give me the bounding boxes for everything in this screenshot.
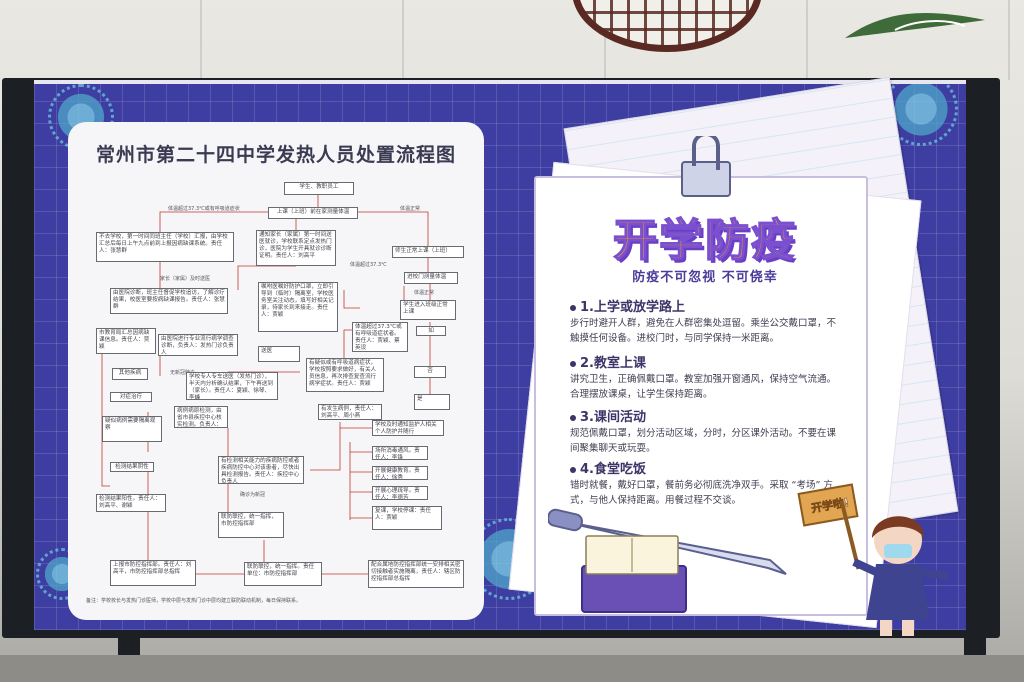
flow-box-clinic: 由医院诊断，班主任督促学校追访，了解诊疗结果，校医室要按病缺课报告。责任人：张慧… [110,288,228,314]
flow-box-notify: 通知家长（家属）第一时间送医就诊，学校联系定点发热门诊，医院为学生开具就诊诊断证… [256,230,336,266]
flow-box-joint2: 联防联控，统一指挥。责任单位：市防控指挥部 [244,562,322,586]
flow-box-health: 开展健康教育。责任人：徐秀 [372,466,428,480]
flow-box-resume: 复课，学校停课：责任人：贾颖 [372,506,442,530]
flow-box-mask: 送医 [258,346,300,362]
window-lattice-icon [572,0,762,52]
flow-box-detect: 病例病原检测，由省市县疾控中心核实检测。负责人：医院负责人 [174,406,228,428]
flow-box-joint: 联防联控，统一指挥，市防控指挥部 [218,512,284,538]
book-icon [581,535,687,613]
flow-box-epi: 疑似病例需要隔离观察 [102,416,162,442]
bullet-dot [570,304,576,311]
pen-icon [548,508,787,575]
section-heading: 2.教室上课 [570,352,646,371]
flow-box-report-up: 上报市防控指挥部。责任人：刘高平，市防控指挥部总指挥 [110,560,196,586]
flow-box-class-mgmt: 有发生病例，责任人：刘高平、周小燕 [318,404,382,420]
flow-box-other: 其他疾病 [112,368,148,380]
section-heading: 4.食堂吃饭 [570,458,646,477]
flow-box-isolate: 嘱咐医嘱好防护口罩，立即引导到（临时）隔离室，学校医务室关注动态，填写好相关记录… [258,282,338,332]
flow-box-report: 学校专人专车送医（发热门诊），半天内分析确认结果，下午再送到（家长）。责任人：夏… [186,372,278,400]
floor [0,655,1024,682]
flow-box-normal: 师生正常上课（上班） [392,246,464,258]
flow-label-ok: 体温正常 [400,206,421,212]
section-heading: 1.上学或放学路上 [570,296,685,315]
flow-label-family: 家长（家属）及时送医 [160,276,211,282]
flow-box-home-class: 学校及时通知监护人相关个人防护并随行 [372,420,444,436]
flow-box-check: 如 [416,326,446,336]
flow-box-final: 配合属地防控指挥部统一安排相关密切接触者实施隔离，责任人：辖区防控指挥部总指挥 [368,560,464,588]
flow-label-neg: 无新冠肺炎 [170,370,196,376]
flow-box-cdc: 有检测相关能力的疾病防控或者疾病防控中心对该患者，尽快出具检测报告。责任人：疾控… [218,456,304,484]
flow-box-disinfect: 场所消毒通风。责任人：李锋 [372,446,428,460]
flow-box-gate: 上课（上班）前在家测量体温 [268,207,358,219]
bullet-dot [570,360,576,367]
flow-box-abnormal: 不去学校，第一时间同班主任（学校）汇报，由学校汇总后每日上午九点前到上报因病缺课… [96,232,234,262]
flow-box-no: 否 [414,366,446,378]
notice-subtitle: 防疫不可忽视 不可侥幸 [632,270,778,285]
flow-label-over: 体温超过37.3℃或有呼吸道症状 [168,206,240,212]
flow-box-treat: 对症治疗 [110,392,152,402]
section-text: 讲究卫生，正确佩戴口罩。教室加强开窗通风，保持空气流通。合理摆放课桌，让学生保持… [570,374,837,400]
flow-box-enter: 学生进入班级正常上课 [400,300,456,320]
section-text: 规范佩戴口罩，划分活动区域，分时，分区课外活动。不要在课间聚集聊天或玩耍。 [570,428,837,454]
student-figure-icon [839,500,949,636]
wall-background [0,0,1024,80]
section-text: 错时就餐，戴好口罩，餐前务必彻底洗净双手。采取 “考场” 方式，与他人保持距离。… [570,480,833,506]
bullet-dot [570,466,576,473]
flow-box-summary: 市教育局汇总因病缺课信息。责任人：贾颖 [96,328,156,354]
flowchart-note: 备注：学校校长与发热门诊医师，学校中层与发热门诊中层均建立联防联动机制，每日保持… [86,598,302,604]
flow-box-home-report: 由医院进行专业流行病学调查诊断，负责人：发热门诊负责人 [158,334,238,356]
flow-label-confirm: 确诊为新冠 [240,492,266,498]
flow-box-pos: 检测结果阳性。责任人：刘高平、谢颖 [96,494,166,512]
notice-title: 开学防疫 [612,214,797,267]
paper-clip-icon [681,136,731,197]
section-text: 步行时避开人群，避免在人群密集处逗留。乘坐公交戴口罩，不触摸任何设备。进校门时，… [570,318,837,344]
flow-box-result-neg: 检测结果阴性 [110,462,154,472]
flowchart-title: 常州市第二十四中学发热人员处置流程图 [95,144,456,166]
flow-label-ok2: 体温正常 [414,290,435,296]
flow-label-over2: 体温超过37.3℃ [350,262,387,268]
flow-box-start: 学生、教职员工 [284,182,354,195]
virus-icon [884,84,958,146]
flow-box-yes: 是 [414,394,450,410]
leaf-decoration-icon [845,13,985,38]
section-heading: 3.课间活动 [570,406,646,425]
bullet-dot [570,414,576,421]
flow-box-class-temp: 体温超过37.3℃或有呼吸道症状者。责任人：贾颖、蔡英设 [352,322,408,352]
flow-box-measure: 进校门测量体温 [404,272,458,284]
flow-box-psych: 开展心理疏导。责任人：李德芳 [372,486,428,500]
flow-box-suspect: 有疑似或有呼吸道病症状，学校按照要求做好，有关人员信息，再次排查复查流行病学症状… [306,358,384,392]
